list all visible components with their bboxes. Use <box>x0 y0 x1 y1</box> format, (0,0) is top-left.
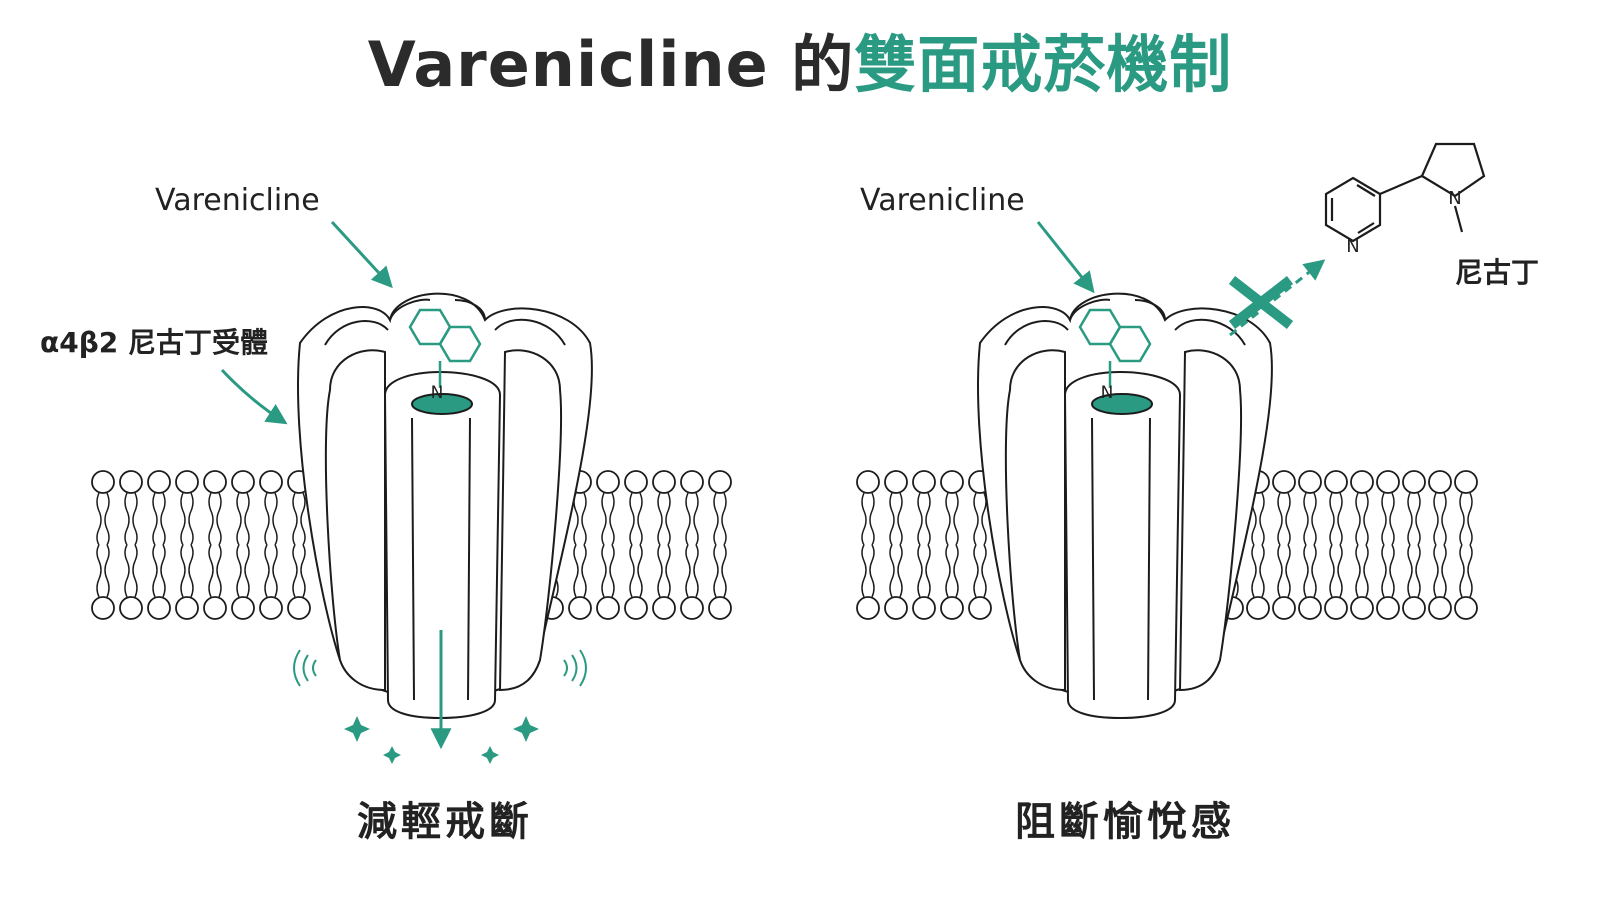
title-prefix: Varenicline 的 <box>367 28 855 101</box>
vibration-marks-left <box>293 649 587 687</box>
receptor-subunit-a <box>324 349 386 692</box>
membrane-right-inner <box>1220 470 1478 620</box>
phospholipid <box>203 470 227 620</box>
pyrrolidine-ring <box>1420 142 1486 198</box>
caption-right: 阻斷愉悅感 <box>1015 799 1235 845</box>
receptor-top-right <box>1134 299 1166 321</box>
right-panel: N Varenicline N N 尼古丁 阻斷愉悅感 <box>856 142 1539 845</box>
sparkle-icon <box>344 716 370 742</box>
phospholipid <box>119 470 143 620</box>
drug-arrow-left <box>330 220 393 289</box>
phospholipid <box>652 470 676 620</box>
phospholipid <box>680 470 704 620</box>
phospholipid <box>596 470 620 620</box>
receptor-subunit-front <box>1063 370 1182 720</box>
sparkle-icon <box>513 716 539 742</box>
pyridine-double-bond <box>1357 222 1375 234</box>
phospholipid <box>147 470 171 620</box>
receptor-top-left <box>1069 298 1111 321</box>
block-x-icon <box>1228 276 1294 329</box>
receptor-groove-right <box>467 417 471 701</box>
receptor-subunit-right-back <box>1174 318 1246 346</box>
phospholipid <box>884 470 908 620</box>
pyridine-ring <box>1324 176 1382 243</box>
receptor-channel-right <box>977 292 1273 720</box>
ring-link-bond <box>1379 174 1423 196</box>
receptor-arrow <box>220 368 288 425</box>
drug-label-left: Varenicline <box>155 183 320 218</box>
phospholipid <box>1454 470 1478 620</box>
phospholipid <box>1428 470 1452 620</box>
receptor-subunit-left-back <box>1004 320 1069 346</box>
phospholipid <box>91 470 115 620</box>
page-title: Varenicline 的雙面戒菸機制 <box>0 28 1600 102</box>
phospholipid <box>175 470 199 620</box>
nitrogen-label-right: N <box>1101 383 1114 403</box>
molecule-ring-b <box>1108 325 1152 363</box>
nitrogen-label-left: N <box>431 383 444 403</box>
nicotine-n-pyridine: N <box>1346 236 1359 257</box>
membrane-left-outer <box>91 470 311 620</box>
nicotine-n-pyrrolidine: N <box>1448 188 1461 209</box>
title-highlight: 雙面戒菸機制 <box>854 28 1233 101</box>
sparkle-icon <box>383 746 401 764</box>
phospholipid <box>708 470 732 620</box>
pyridine-double-bond <box>1356 184 1376 197</box>
nicotine-label: 尼古丁 <box>1455 256 1539 289</box>
nicotine-molecule <box>1324 142 1486 243</box>
receptor-top-left <box>389 298 431 321</box>
phospholipid <box>912 470 936 620</box>
phospholipid <box>856 470 880 620</box>
methyl-bond <box>1453 205 1464 233</box>
molecule-ring-b <box>438 325 482 363</box>
binding-pocket-left <box>411 393 473 415</box>
receptor-subunit-right-back <box>494 318 566 346</box>
phospholipid <box>1376 470 1400 620</box>
membrane-left-inner <box>540 470 732 620</box>
membrane-bilayer-left <box>91 470 732 620</box>
receptor-channel-left <box>297 292 593 720</box>
receptor-subunit-b <box>1178 349 1242 692</box>
receptor-label: α4β2 尼古丁受體 <box>40 326 268 359</box>
phospholipid <box>1350 470 1374 620</box>
phospholipid <box>1298 470 1322 620</box>
phospholipid <box>624 470 648 620</box>
blocked-path-arrow <box>1229 259 1326 337</box>
sparkle-icon <box>481 746 499 764</box>
phospholipid <box>1272 470 1296 620</box>
receptor-subunit-b <box>498 349 562 692</box>
receptor-subunit-left-back <box>324 320 389 346</box>
varenicline-molecule-left <box>408 308 482 388</box>
receptor-groove-left <box>411 417 415 701</box>
binding-pocket-right <box>1091 393 1153 415</box>
sparkle-icons <box>344 716 539 764</box>
drug-arrow-right <box>1036 221 1095 294</box>
receptor-groove-right <box>1147 417 1151 701</box>
phospholipid <box>568 470 592 620</box>
phospholipid <box>259 470 283 620</box>
receptor-groove-left <box>1091 417 1095 701</box>
drug-label-right: Varenicline <box>860 183 1025 218</box>
left-panel: N Varenicline α4β2 尼古丁受體 減輕戒斷 <box>40 183 732 845</box>
receptor-subunit-a <box>1004 349 1066 692</box>
phospholipid <box>231 470 255 620</box>
phospholipid <box>1324 470 1348 620</box>
varenicline-molecule-right <box>1078 308 1152 388</box>
membrane-bilayer-right <box>856 470 1478 620</box>
membrane-right-outer <box>856 470 992 620</box>
phospholipid <box>1402 470 1426 620</box>
caption-left: 減輕戒斷 <box>357 799 533 845</box>
phospholipid <box>940 470 964 620</box>
receptor-top-right <box>454 299 486 321</box>
